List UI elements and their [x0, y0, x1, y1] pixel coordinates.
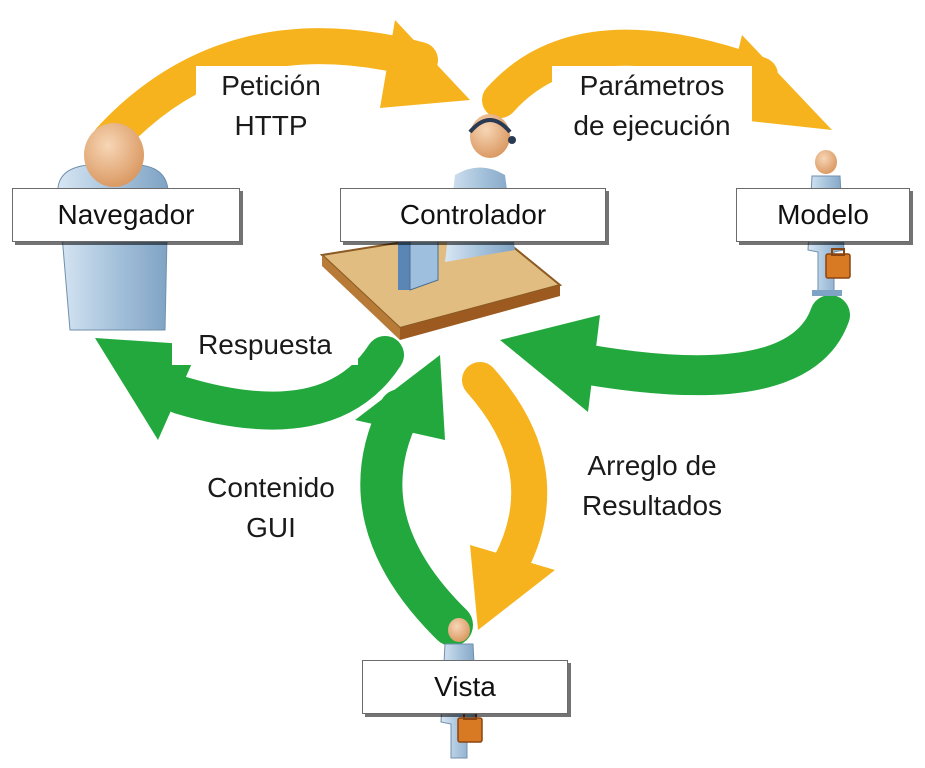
node-label: Vista — [434, 671, 496, 702]
briefcase-icon — [825, 248, 851, 279]
node-label: Controlador — [399, 199, 547, 230]
label-respuesta: Respuesta — [172, 325, 358, 365]
label-peticion-http: Petición HTTP — [196, 66, 346, 146]
node-label: Navegador — [57, 199, 195, 230]
label-line: HTTP — [234, 110, 308, 141]
arrow-modelo-controlador — [500, 295, 850, 412]
briefcase-icon — [457, 712, 483, 743]
arrow-arreglo-resultados — [462, 362, 555, 630]
node-navegador: Navegador — [12, 188, 240, 242]
arrow-peticion-http — [92, 20, 470, 158]
label-line: Parámetros — [579, 70, 725, 101]
label-line: Petición — [221, 70, 321, 101]
node-vista: Vista — [362, 660, 568, 714]
label-arreglo-resultados: Arreglo de Resultados — [562, 446, 742, 526]
node-modelo: Modelo — [736, 188, 910, 242]
node-label: Modelo — [777, 199, 869, 230]
label-line: Respuesta — [198, 329, 332, 360]
label-line: Resultados — [581, 490, 723, 521]
label-line: Contenido — [207, 472, 335, 503]
label-contenido-gui: Contenido GUI — [186, 468, 356, 548]
label-line: GUI — [246, 512, 296, 543]
label-line: de ejecución — [573, 110, 731, 141]
label-parametros: Parámetros de ejecución — [552, 66, 752, 146]
desk-icon — [319, 226, 563, 340]
node-controlador: Controlador — [340, 188, 606, 242]
arrow-contenido-gui — [355, 355, 473, 646]
label-line: Arreglo de — [587, 450, 717, 481]
